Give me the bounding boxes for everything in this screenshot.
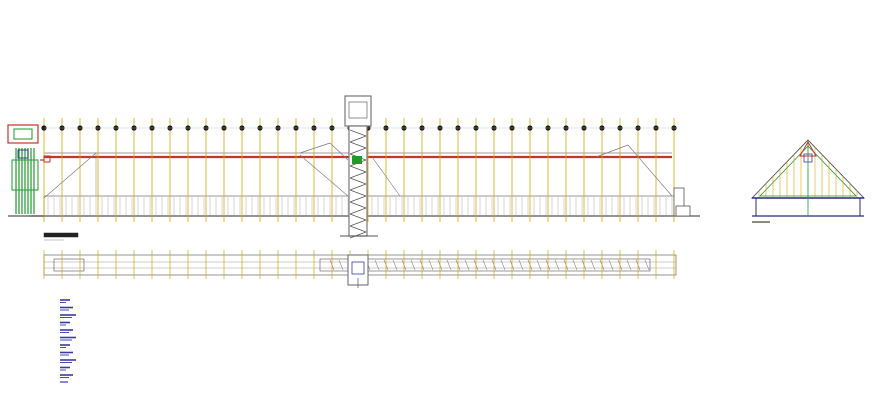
stair-flight: [349, 129, 367, 137]
equipment-box-inner: [13, 128, 33, 140]
plan-hatch: [338, 259, 344, 271]
stair-flight: [349, 225, 367, 233]
stair-flight: [349, 135, 367, 143]
plan-hatch: [446, 259, 452, 271]
plan-hatch: [536, 259, 542, 271]
equipment-panel: [17, 149, 29, 159]
plan-hatch: [464, 259, 470, 271]
plan-hatch: [392, 259, 398, 271]
plan-hatch: [518, 259, 524, 271]
stair-flight: [349, 207, 367, 215]
plan-hatch: [410, 259, 416, 271]
plan-hatch: [482, 259, 488, 271]
plan-hatch: [554, 259, 560, 271]
stair-flight: [349, 231, 367, 239]
brace-diagonal: [595, 144, 629, 158]
section-ridge-box: [803, 153, 813, 163]
stair-flight: [349, 183, 367, 191]
stair-flight: [349, 219, 367, 227]
plan-view: [43, 250, 677, 288]
plan-tower-core: [351, 261, 365, 275]
plan-hatch: [590, 259, 596, 271]
plan-hatch: [572, 259, 578, 271]
brace-diagonal: [299, 154, 349, 197]
tower-marker: [352, 156, 362, 164]
plan-hatch: [374, 259, 380, 271]
plan-hatch: [626, 259, 632, 271]
brace-diagonal: [627, 144, 673, 197]
stair-flight: [349, 201, 367, 209]
stair-flight: [349, 141, 367, 149]
equipment-box: [7, 124, 39, 144]
section-ridge: [799, 140, 817, 157]
plan-hatch: [608, 259, 614, 271]
brace-diagonal: [371, 156, 401, 197]
stair-flight: [349, 213, 367, 221]
brace-diagonal: [329, 142, 349, 161]
stair-flight: [349, 177, 367, 185]
stair-flight: [349, 165, 367, 173]
plan-hatch: [644, 259, 650, 271]
longitudinal-elevation: [7, 95, 700, 241]
brace-diagonal: [299, 142, 331, 154]
plan-room: [53, 258, 85, 272]
stair-flight: [349, 147, 367, 155]
equipment-valve: [43, 155, 51, 163]
tower-head-inner: [348, 101, 368, 119]
equipment-frame: [11, 159, 39, 191]
stair-flight: [349, 195, 367, 203]
end-footing: [675, 205, 691, 217]
plan-hatch: [500, 259, 506, 271]
stair-flight: [349, 171, 367, 179]
brace-diagonal: [43, 152, 97, 199]
stair-flight: [349, 189, 367, 197]
plan-hatch: [428, 259, 434, 271]
notes-legend: [60, 299, 76, 383]
cross-section: [750, 139, 866, 223]
scale-bar: [43, 232, 79, 238]
plan-corridor: [319, 258, 651, 272]
